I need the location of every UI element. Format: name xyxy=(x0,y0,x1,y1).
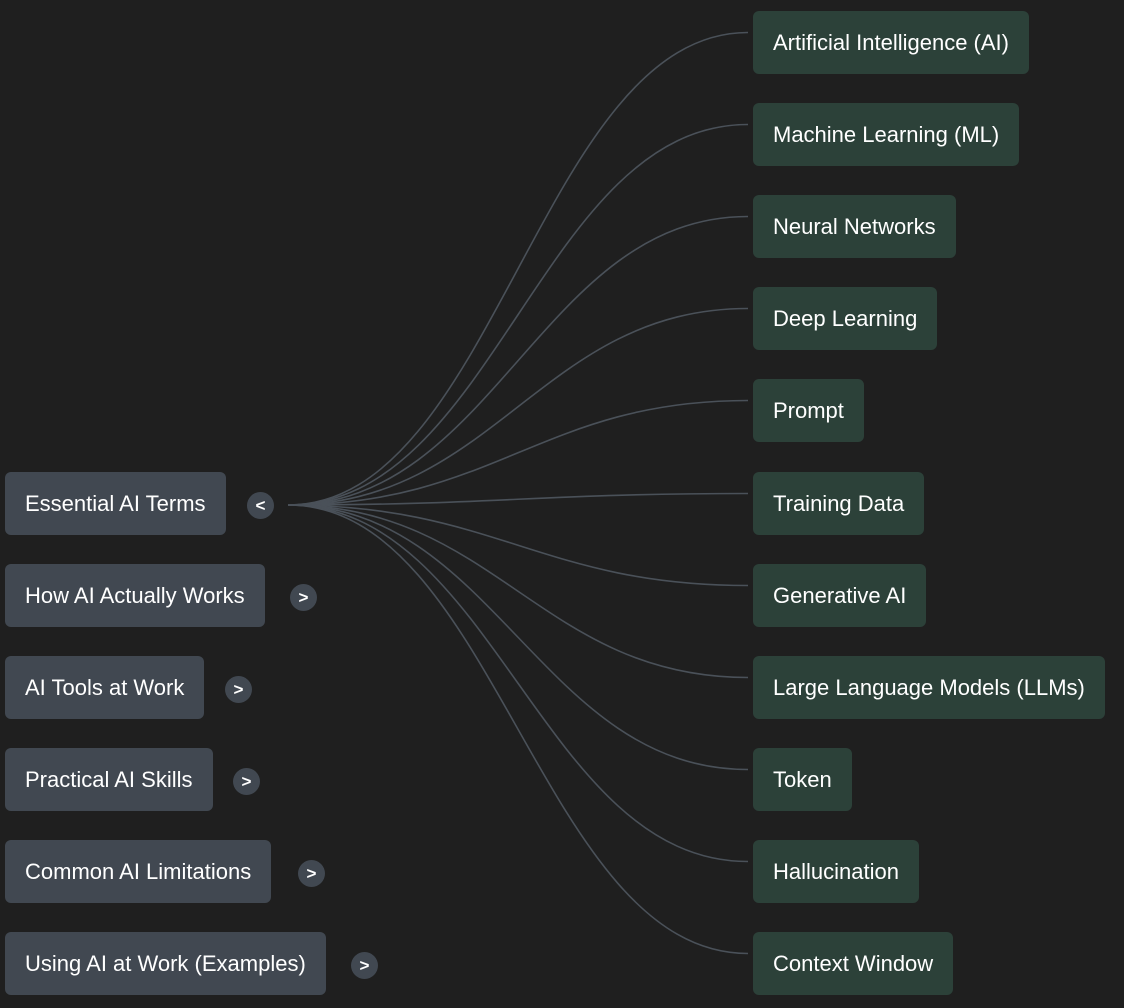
expand-toggle-practical-ai-skills[interactable]: > xyxy=(233,768,260,795)
expand-toggle-how-ai-actually-works[interactable]: > xyxy=(290,584,317,611)
connector-line-11 xyxy=(287,504,749,955)
connector-line-10 xyxy=(287,504,749,863)
child-large-language-models[interactable]: Large Language Models (LLMs) xyxy=(753,656,1105,719)
connector-line-4 xyxy=(287,307,749,506)
connector-line-5 xyxy=(287,399,749,506)
child-artificial-intelligence[interactable]: Artificial Intelligence (AI) xyxy=(753,11,1029,74)
child-token[interactable]: Token xyxy=(753,748,852,811)
collapse-toggle-essential-ai-terms[interactable]: < xyxy=(247,492,274,519)
connector-line-6 xyxy=(287,492,749,506)
connector-line-3 xyxy=(287,215,749,506)
branch-how-ai-actually-works[interactable]: How AI Actually Works xyxy=(5,564,265,627)
expand-toggle-common-ai-limitations[interactable]: > xyxy=(298,860,325,887)
child-deep-learning[interactable]: Deep Learning xyxy=(753,287,938,350)
child-generative-ai[interactable]: Generative AI xyxy=(753,564,927,627)
branch-ai-tools-at-work[interactable]: AI Tools at Work xyxy=(5,656,205,719)
connector-line-2 xyxy=(287,123,749,506)
branch-essential-ai-terms[interactable]: Essential AI Terms xyxy=(5,472,226,535)
connector-line-7 xyxy=(287,504,749,587)
child-context-window[interactable]: Context Window xyxy=(753,932,954,995)
expand-toggle-using-ai-at-work-examples[interactable]: > xyxy=(351,952,378,979)
expand-toggle-ai-tools-at-work[interactable]: > xyxy=(225,676,252,703)
child-training-data[interactable]: Training Data xyxy=(753,472,925,535)
child-prompt[interactable]: Prompt xyxy=(753,379,864,442)
connector-line-9 xyxy=(287,504,749,771)
branch-practical-ai-skills[interactable]: Practical AI Skills xyxy=(5,748,213,811)
connector-line-8 xyxy=(287,504,749,679)
child-machine-learning[interactable]: Machine Learning (ML) xyxy=(753,103,1020,166)
child-hallucination[interactable]: Hallucination xyxy=(753,840,919,903)
child-neural-networks[interactable]: Neural Networks xyxy=(753,195,956,258)
connector-line-1 xyxy=(287,31,749,506)
branch-common-ai-limitations[interactable]: Common AI Limitations xyxy=(5,840,272,903)
branch-using-ai-at-work-examples[interactable]: Using AI at Work (Examples) xyxy=(5,932,326,995)
